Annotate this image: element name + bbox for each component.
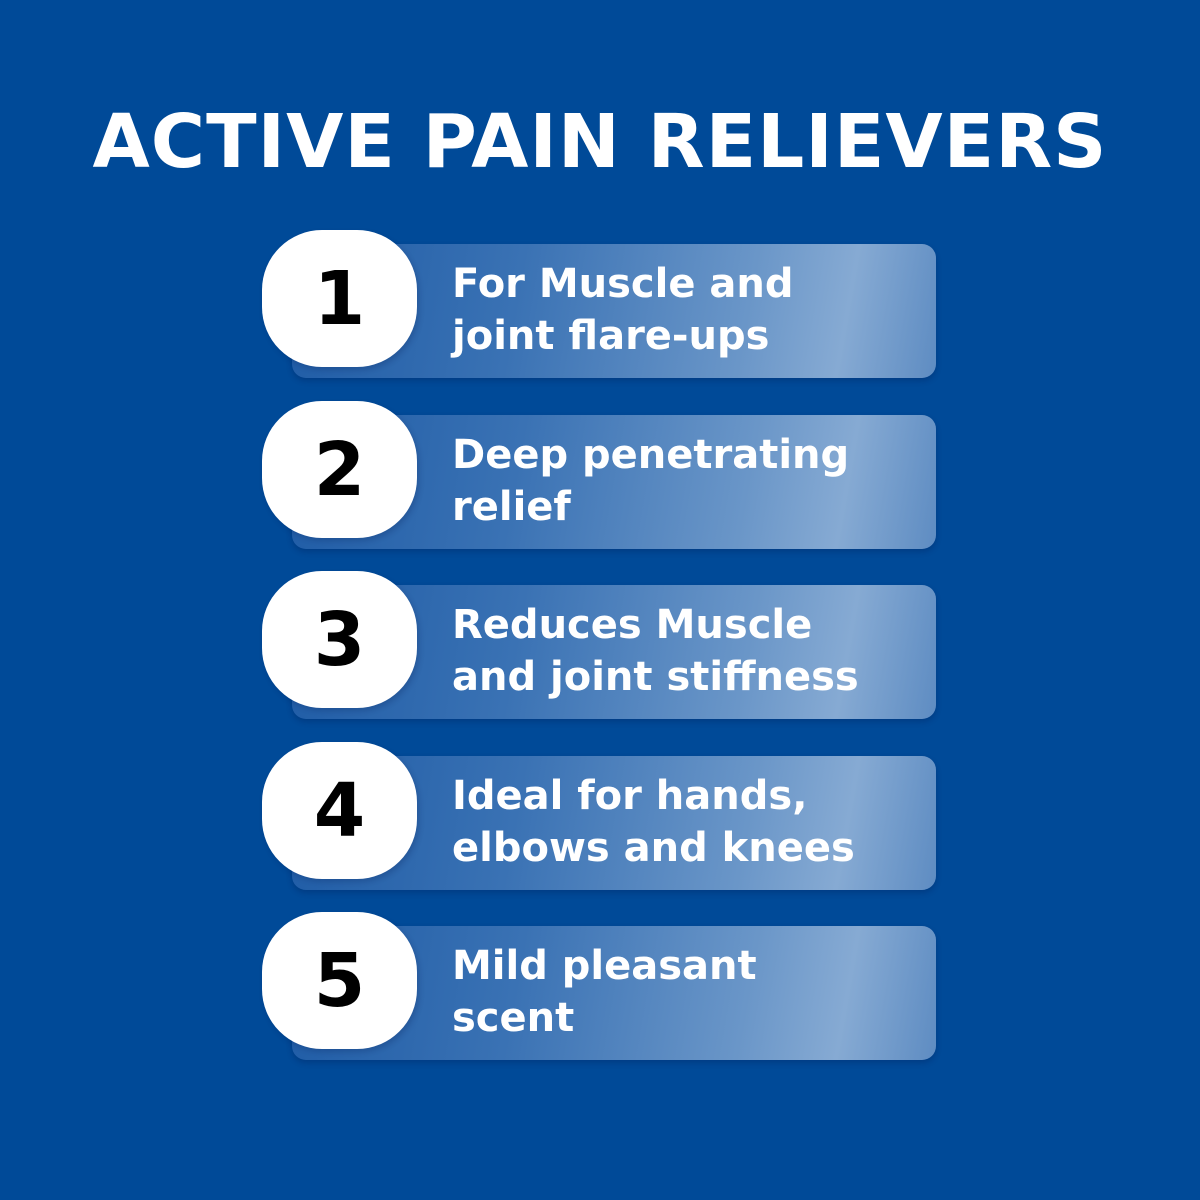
number-badge: 4	[262, 742, 417, 879]
item-label: Mild pleasant scent	[452, 943, 757, 1041]
badge-number: 3	[313, 596, 366, 683]
badge-number: 4	[313, 767, 366, 854]
badge-number: 2	[313, 426, 366, 513]
badge-number: 5	[313, 937, 366, 1024]
number-badge: 2	[262, 401, 417, 538]
badge-number: 1	[313, 255, 366, 342]
page-title: ACTIVE PAIN RELIEVERS	[92, 99, 1108, 185]
list-item-2: 2 Deep penetrating relief	[262, 401, 938, 549]
list-item-5: 5 Mild pleasant scent	[262, 912, 938, 1060]
list-item-1: 1 For Muscle and joint flare-ups	[262, 230, 938, 378]
list-item-3: 3 Reduces Muscle and joint stiffness	[262, 571, 938, 719]
number-badge: 3	[262, 571, 417, 708]
number-badge: 1	[262, 230, 417, 367]
item-label: Ideal for hands, elbows and knees	[452, 773, 855, 871]
item-label: Deep penetrating relief	[452, 432, 850, 530]
list-item-4: 4 Ideal for hands, elbows and knees	[262, 742, 938, 890]
item-label: For Muscle and joint flare-ups	[452, 261, 794, 359]
item-label: Reduces Muscle and joint stiffness	[452, 602, 859, 700]
number-badge: 5	[262, 912, 417, 1049]
